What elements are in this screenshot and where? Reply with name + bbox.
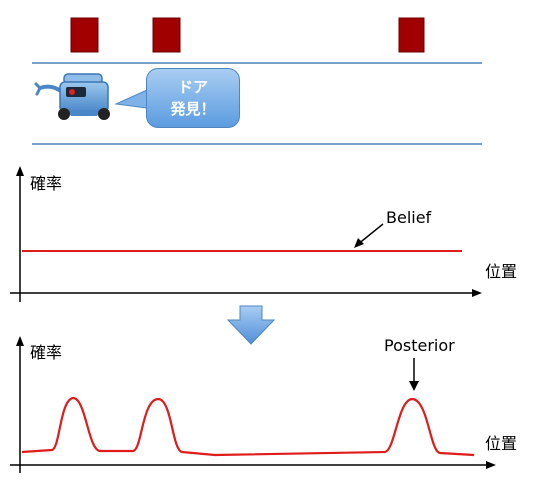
robot-icon	[34, 73, 110, 120]
door-2	[152, 17, 181, 53]
prior-ylabel: 確率	[30, 174, 63, 193]
posterior-xlabel: 位置	[485, 434, 518, 453]
speech-bubble-line1: ドア	[177, 78, 208, 96]
door-1	[70, 17, 99, 53]
prior-xlabel: 位置	[485, 262, 518, 281]
door-3	[398, 17, 425, 53]
posterior-ylabel: 確率	[30, 343, 63, 362]
transition-arrow-down	[226, 305, 276, 345]
posterior-label: Posterior	[384, 336, 455, 355]
speech-bubble-tail	[114, 89, 148, 109]
posterior-curve	[21, 396, 475, 457]
belief-label: Belief	[386, 208, 432, 227]
speech-bubble-line2: 発見！	[170, 100, 216, 118]
speech-bubble: ドア 発見！	[146, 68, 240, 128]
